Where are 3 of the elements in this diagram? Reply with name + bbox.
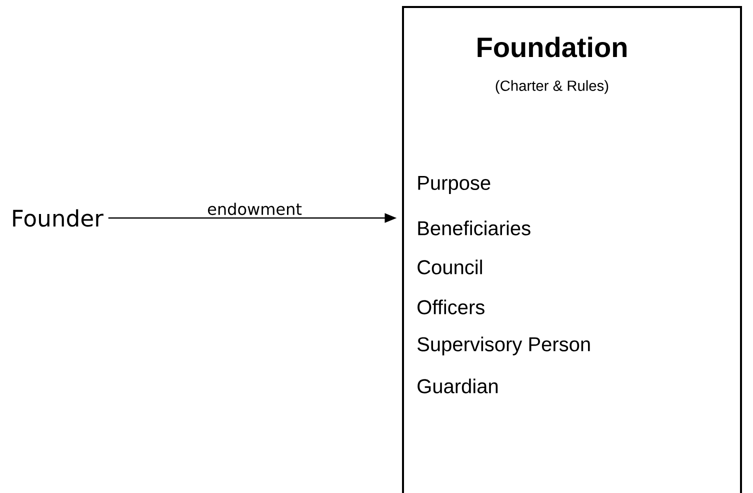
foundation-box: Foundation (Charter & Rules) Purpose Beneficiaries Council Officers Supervisory Person Guardian (402, 6, 742, 493)
founder-label: Founder (13, 209, 104, 227)
edge-label: endowment (208, 202, 302, 216)
